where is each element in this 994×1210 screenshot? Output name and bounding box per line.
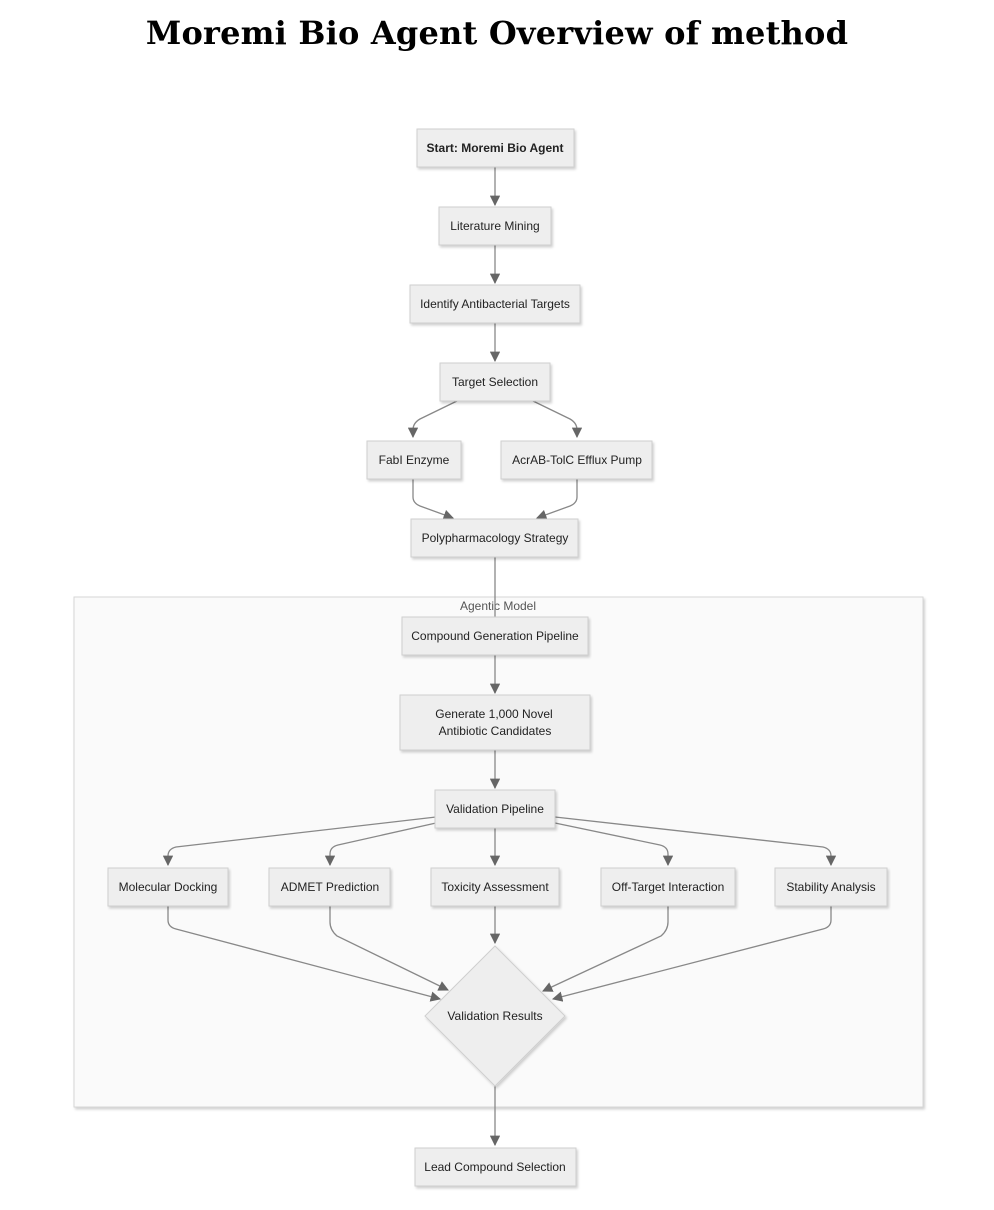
node-label: AcrAB-TolC Efflux Pump bbox=[512, 453, 642, 467]
cluster-label: Agentic Model bbox=[460, 599, 536, 613]
node-label: Validation Pipeline bbox=[446, 802, 544, 816]
node-polypharmacology[interactable]: Polypharmacology Strategy bbox=[410, 518, 579, 558]
node-label-line1: Generate 1,000 Novel bbox=[435, 707, 552, 721]
edge-acrab-polypharm bbox=[536, 479, 578, 520]
edge-fabi-polypharm bbox=[412, 479, 454, 520]
node-generate-candidates[interactable]: Generate 1,000 Novel Antibiotic Candidat… bbox=[399, 694, 591, 751]
edge-validation-admet bbox=[324, 822, 437, 867]
page-title: Moremi Bio Agent Overview of method bbox=[145, 14, 849, 52]
node-validation-pipeline[interactable]: Validation Pipeline bbox=[434, 789, 556, 829]
node-compound-generation[interactable]: Compound Generation Pipeline bbox=[401, 616, 589, 656]
edge-validation-stability bbox=[554, 816, 837, 867]
edge-validation-docking bbox=[162, 816, 437, 867]
edge-validation-offtarget bbox=[554, 822, 674, 867]
node-stability-analysis[interactable]: Stability Analysis bbox=[774, 867, 888, 907]
node-identify-targets[interactable]: Identify Antibacterial Targets bbox=[409, 284, 581, 324]
node-admet-prediction[interactable]: ADMET Prediction bbox=[268, 867, 391, 907]
edge-target-fabi bbox=[407, 400, 458, 439]
node-label: Identify Antibacterial Targets bbox=[420, 297, 570, 311]
node-label: Lead Compound Selection bbox=[424, 1160, 565, 1174]
node-toxicity-assessment[interactable]: Toxicity Assessment bbox=[430, 867, 560, 907]
edges bbox=[162, 167, 837, 1147]
node-label-line2: Antibiotic Candidates bbox=[439, 724, 552, 738]
node-label: ADMET Prediction bbox=[281, 880, 379, 894]
node-start[interactable]: Start: Moremi Bio Agent bbox=[416, 128, 575, 168]
node-target-selection[interactable]: Target Selection bbox=[439, 362, 551, 402]
edge-stability-results bbox=[551, 906, 832, 1002]
node-label: Literature Mining bbox=[450, 219, 539, 233]
node-label: FabI Enzyme bbox=[379, 453, 450, 467]
node-validation-results[interactable]: Validation Results bbox=[424, 945, 566, 1087]
node-literature-mining[interactable]: Literature Mining bbox=[438, 206, 552, 246]
node-label: Off-Target Interaction bbox=[612, 880, 725, 894]
node-off-target-interaction[interactable]: Off-Target Interaction bbox=[600, 867, 736, 907]
node-acrab-tolc[interactable]: AcrAB-TolC Efflux Pump bbox=[500, 440, 653, 480]
edge-docking-results bbox=[167, 906, 442, 1002]
edge-admet-results bbox=[329, 906, 449, 991]
node-label: Toxicity Assessment bbox=[441, 880, 549, 894]
node-fabi-enzyme[interactable]: FabI Enzyme bbox=[366, 440, 462, 480]
edge-target-acrab bbox=[532, 400, 583, 439]
node-label: Molecular Docking bbox=[119, 880, 218, 894]
node-molecular-docking[interactable]: Molecular Docking bbox=[107, 867, 229, 907]
node-lead-compound-selection[interactable]: Lead Compound Selection bbox=[414, 1147, 577, 1187]
edge-offtarget-results bbox=[542, 906, 669, 992]
node-label: Start: Moremi Bio Agent bbox=[427, 141, 564, 155]
node-label: Compound Generation Pipeline bbox=[411, 629, 579, 643]
node-label: Validation Results bbox=[447, 1009, 542, 1023]
node-label: Target Selection bbox=[452, 375, 538, 389]
node-label: Stability Analysis bbox=[786, 880, 875, 894]
node-label: Polypharmacology Strategy bbox=[422, 531, 569, 545]
